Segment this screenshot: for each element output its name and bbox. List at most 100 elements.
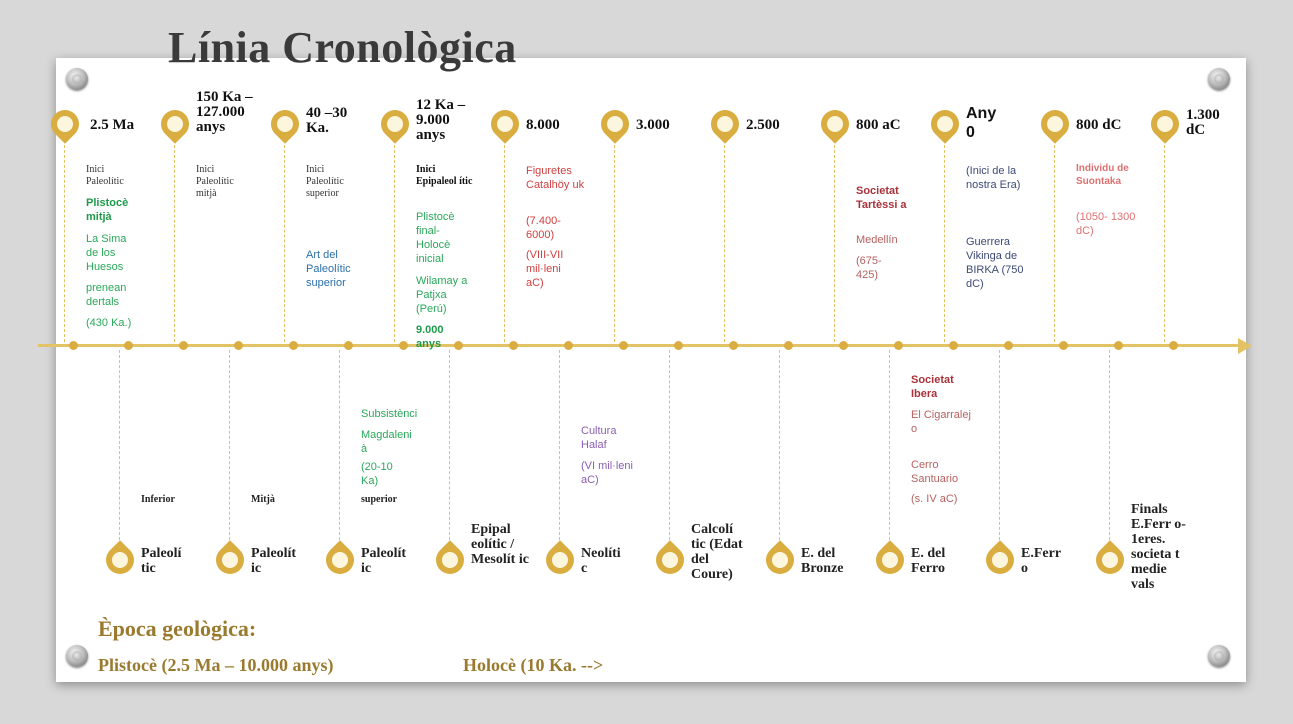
location-pin-icon — [925, 104, 965, 144]
year-label: 8.000 — [526, 117, 560, 133]
event-text: (675- 425) — [856, 255, 882, 281]
connector-line — [944, 145, 945, 342]
connector-line — [889, 350, 890, 540]
location-pin-icon — [980, 540, 1020, 580]
location-pin-icon — [815, 104, 855, 144]
timeline-dot — [784, 341, 793, 350]
year-label: 800 aC — [856, 117, 901, 133]
timeline-dot — [234, 341, 243, 350]
connector-line — [284, 145, 285, 342]
connector-line — [449, 350, 450, 540]
timeline-dot — [619, 341, 628, 350]
event-text: Inici Paleolític superior — [306, 164, 344, 199]
event-highlight: Plistocè mitjà — [86, 197, 129, 223]
timeline-dot — [399, 341, 408, 350]
timeline-dot — [949, 341, 958, 350]
event-text: (20-10 Ka) — [361, 461, 393, 487]
event-highlight: 9.000 anys — [416, 324, 444, 350]
timeline-dot — [289, 341, 298, 350]
timeline-dot — [1059, 341, 1068, 350]
connector-line — [1164, 145, 1165, 342]
connector-line — [229, 350, 230, 540]
timeline-axis — [38, 344, 1242, 347]
event-text: (1050- 1300 dC) — [1076, 211, 1136, 237]
slide-board — [56, 58, 1246, 682]
period-label: E. del Bronze — [801, 546, 844, 576]
location-pin-icon — [1035, 104, 1075, 144]
year-label: 40 –30 Ka. — [306, 105, 348, 136]
period-label: Finals E.Ferr o- 1eres. societa t medie … — [1131, 502, 1186, 592]
connector-line — [1109, 350, 1110, 540]
event-highlight: Societat Ibera — [911, 374, 954, 400]
timeline-arrow-icon — [1238, 338, 1252, 354]
connector-line — [559, 350, 560, 540]
screw-icon — [66, 645, 88, 667]
connector-line — [174, 145, 175, 342]
timeline-dot — [1004, 341, 1013, 350]
location-pin-icon — [100, 540, 140, 580]
location-pin-icon — [705, 104, 745, 144]
event-text: El Cigarralej o — [911, 409, 971, 435]
event-text: Cerro Santuario — [911, 459, 959, 485]
event-text: La Sima de los Huesos — [86, 233, 127, 273]
subperiod-label: Mitjà — [251, 494, 275, 505]
location-pin-icon — [210, 540, 250, 580]
timeline-dot — [1114, 341, 1123, 350]
timeline-dot — [454, 341, 463, 350]
connector-line — [724, 145, 725, 342]
year-label: 12 Ka – 9.000 anys — [416, 97, 466, 143]
year-label: 150 Ka – 127.000 anys — [196, 89, 253, 135]
year-label: 3.000 — [636, 117, 670, 133]
timeline-dot — [509, 341, 518, 350]
year-label: 2.5 Ma — [90, 117, 135, 133]
event-text: Plistocè final- Holocè inicial — [416, 211, 455, 265]
event-highlight: Individu de Suontaka — [1076, 163, 1129, 187]
location-pin-icon — [760, 540, 800, 580]
period-label: Paleolít ic — [361, 546, 407, 576]
location-pin-icon — [320, 540, 360, 580]
event-text: Wilamay a Patjxa (Perú) — [416, 275, 468, 315]
event-text: (Inici de la nostra Era) — [966, 165, 1021, 191]
location-pin-icon — [45, 104, 85, 144]
period-label: Calcolí tic (Edat del Coure) — [691, 522, 743, 582]
timeline-dot — [344, 341, 353, 350]
event-text: Cultura Halaf — [581, 425, 617, 451]
epoch-plistoce: Plistocè (2.5 Ma – 10.000 anys) — [98, 655, 334, 675]
year-label: 800 dC — [1076, 117, 1122, 133]
connector-line — [779, 350, 780, 540]
year-label: Any 0 — [966, 105, 997, 141]
connector-line — [394, 145, 395, 342]
subperiod-label: Inferior — [141, 494, 175, 505]
event-text: prenean dertals — [86, 282, 127, 308]
period-label: E.Ferr o — [1021, 546, 1061, 576]
connector-line — [119, 350, 120, 540]
event-text: Medellín — [856, 234, 898, 246]
connector-line — [669, 350, 670, 540]
connector-line — [1054, 145, 1055, 342]
period-label: Paleolí tic — [141, 546, 182, 576]
connector-line — [504, 145, 505, 342]
event-text: (7.400- 6000) — [526, 215, 561, 241]
year-label: 1.300 dC — [1186, 107, 1220, 138]
screw-icon — [1208, 645, 1230, 667]
connector-line — [64, 145, 65, 342]
screw-icon — [66, 68, 88, 90]
timeline-dot — [894, 341, 903, 350]
event-text: Guerrera Vikinga de BIRKA (750 dC) — [966, 236, 1024, 290]
timeline-dot — [564, 341, 573, 350]
location-pin-icon — [375, 104, 415, 144]
event-text: Art del Paleolític superior — [306, 249, 351, 289]
timeline-dot — [69, 341, 78, 350]
event-text: (VI mil·leni aC) — [581, 460, 633, 486]
event-highlight: Societat Tartèssi a — [856, 185, 907, 211]
timeline-dot — [729, 341, 738, 350]
subperiod-label: superior — [361, 494, 398, 505]
location-pin-icon — [1145, 104, 1185, 144]
location-pin-icon — [265, 104, 305, 144]
location-pin-icon — [870, 540, 910, 580]
epoch-heading: Època geològica: — [98, 616, 257, 641]
timeline-dot — [179, 341, 188, 350]
event-text: (430 Ka.) — [86, 317, 132, 329]
location-pin-icon — [430, 540, 470, 580]
connector-line — [339, 350, 340, 540]
